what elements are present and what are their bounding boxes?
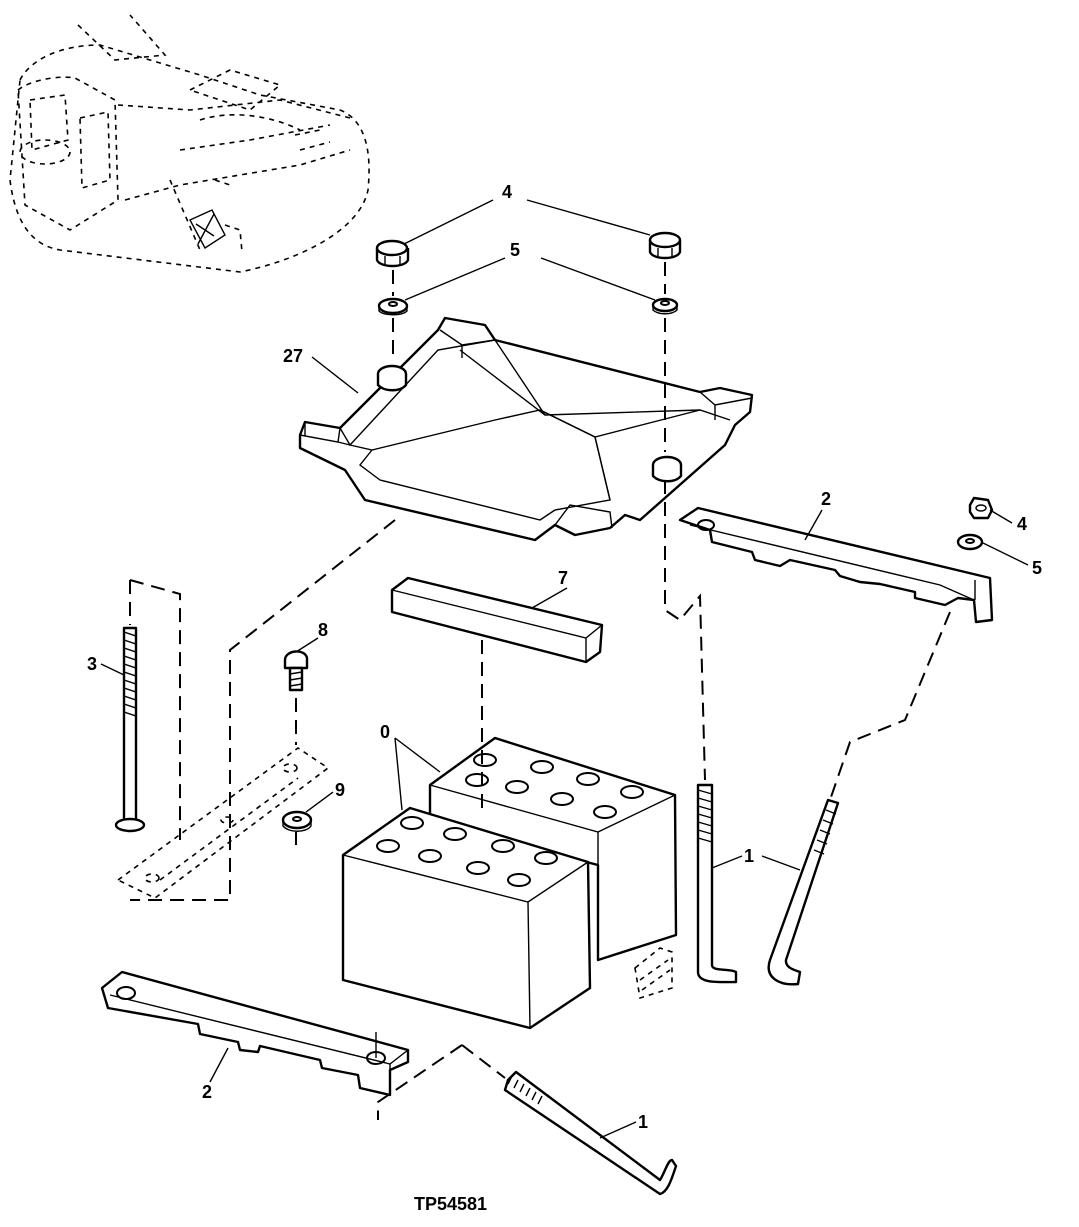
callout-4-top: 4 — [502, 182, 512, 202]
callout-2-bottom: 2 — [202, 1082, 212, 1102]
callout-3: 3 — [87, 654, 97, 674]
callout-9: 9 — [335, 780, 345, 800]
battery-tray-hatch — [634, 947, 673, 1000]
callout-4-right: 4 — [1017, 514, 1027, 534]
callout-5-right: 5 — [1032, 558, 1042, 578]
callout-5-top: 5 — [510, 240, 520, 260]
top-washer-right — [651, 297, 679, 315]
figure-id: TP54581 — [414, 1194, 487, 1214]
callout-1-bottom: 1 — [638, 1112, 648, 1132]
carriage-bolt — [283, 650, 309, 692]
callout-1-center: 1 — [744, 846, 754, 866]
spacer-block — [390, 576, 604, 664]
callout-7: 7 — [558, 568, 568, 588]
top-washer-left — [377, 297, 409, 316]
j-bolt-slanted — [767, 798, 840, 986]
callout-0: 0 — [380, 722, 390, 742]
right-washer — [956, 533, 984, 551]
top-nut-right — [648, 231, 682, 260]
lower-plate — [116, 747, 330, 899]
long-rod — [114, 626, 146, 833]
washer-9 — [281, 810, 313, 832]
callout-27: 27 — [283, 346, 303, 366]
left-clamp-bar — [100, 970, 410, 1097]
j-bolt-bottom — [503, 1070, 678, 1196]
leader-lines — [100, 199, 1029, 1139]
callout-8: 8 — [318, 620, 328, 640]
battery-hold-down-frame — [298, 316, 754, 542]
assembly-lines — [129, 262, 951, 1120]
excavator-locator-sketch — [9, 14, 370, 273]
j-bolt-vertical — [696, 783, 738, 984]
callout-labels: 4 5 27 2 4 5 7 8 3 0 9 1 2 1 — [87, 182, 1042, 1132]
right-clamp-bar — [678, 506, 994, 624]
right-nut — [968, 496, 994, 520]
callout-2-right: 2 — [821, 489, 831, 509]
battery-front — [341, 806, 592, 1030]
top-nut-left — [375, 239, 410, 268]
